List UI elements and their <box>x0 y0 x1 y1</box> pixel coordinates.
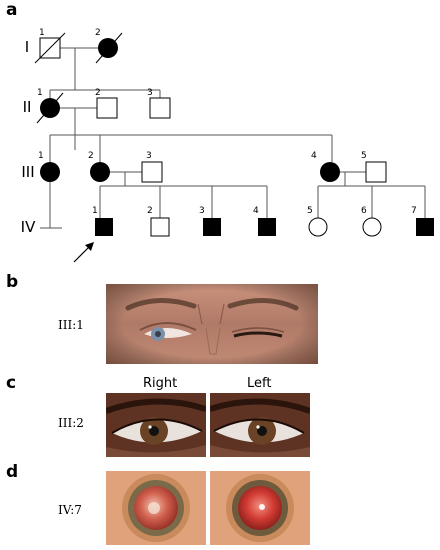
individual-iv-7-square-affected <box>416 218 434 236</box>
individual-number: 3 <box>147 88 153 98</box>
individual-iv-4-square-affected <box>258 218 276 236</box>
deceased-mark <box>34 32 66 64</box>
individual-number: 3 <box>146 151 152 161</box>
individual-number: 2 <box>147 206 153 216</box>
pedigree-lines <box>40 47 426 229</box>
photo-label-b: III:1 <box>58 318 84 332</box>
individual-iv-6-circle <box>362 217 382 237</box>
eye-photo-iii-2-right <box>106 393 206 457</box>
deceased-mark <box>95 32 123 64</box>
individual-number: 1 <box>37 88 43 98</box>
individual-number: 4 <box>311 151 317 161</box>
individual-number: 7 <box>411 206 417 216</box>
individual-iii-4-circle-affected <box>320 162 340 182</box>
face-photo-iii-1 <box>106 284 318 364</box>
deceased-mark <box>36 92 64 124</box>
generation-label-i: I <box>25 38 29 56</box>
individual-number: 2 <box>88 151 94 161</box>
individual-number: 6 <box>361 206 367 216</box>
individual-iii-2-circle-affected <box>90 162 110 182</box>
lens-photo-iv-7-left <box>210 471 310 545</box>
individual-number: 1 <box>39 28 45 38</box>
individual-iii-5-square <box>365 161 387 183</box>
individual-iv-1-square-affected <box>95 218 113 236</box>
individual-number: 3 <box>199 206 205 216</box>
generation-label-iii: III <box>21 163 34 181</box>
individual-number: 5 <box>307 206 313 216</box>
column-header-right: Right <box>143 376 178 391</box>
panel-letter-d: d <box>6 462 19 482</box>
panel-letter-c: c <box>6 373 17 393</box>
individual-ii-2-square <box>96 97 118 119</box>
individual-number: 2 <box>95 88 101 98</box>
photo-label-d: IV:7 <box>58 503 82 517</box>
pedigree-chart: I II III IV 1 2 1 2 3 1 2 3 4 5 1 2 3 4 … <box>21 28 434 263</box>
individual-iv-5-circle <box>308 217 328 237</box>
lens-photo-iv-7-right <box>106 471 206 545</box>
column-header-left: Left <box>247 376 272 391</box>
panel-letter-b: b <box>6 272 19 292</box>
individual-number: 1 <box>92 206 98 216</box>
individual-number: 4 <box>253 206 259 216</box>
individual-iv-3-square-affected <box>203 218 221 236</box>
generation-label-ii: II <box>23 98 32 116</box>
individual-iv-2-square <box>150 217 170 237</box>
panel-letter-a: a <box>6 0 18 20</box>
eye-photo-iii-2-left <box>210 393 310 457</box>
individual-ii-3-square <box>149 97 171 119</box>
individual-number: 1 <box>38 151 44 161</box>
photo-label-c: III:2 <box>58 416 84 430</box>
individual-number: 5 <box>361 151 367 161</box>
generation-label-iv: IV <box>21 218 36 236</box>
individual-number: 2 <box>95 28 101 38</box>
individual-iii-1-circle-affected <box>40 162 60 182</box>
individual-iii-3-square <box>141 161 163 183</box>
proband-arrow-icon <box>73 242 94 263</box>
